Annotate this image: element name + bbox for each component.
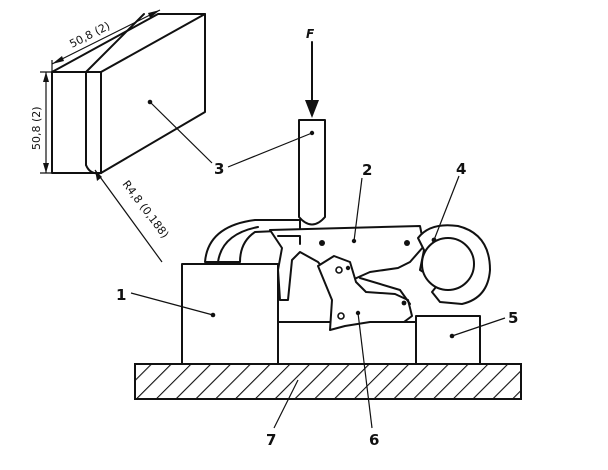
force-arrowhead: [305, 100, 319, 118]
frame-notch: [277, 235, 301, 245]
support-block-1: [181, 263, 279, 365]
swivel-link: [317, 255, 413, 331]
link-pin-top: [335, 266, 343, 274]
width-arrow-right: [148, 10, 160, 18]
width-dimension-line: [51, 9, 161, 65]
plunger: [298, 119, 326, 226]
indenter-nose-radius: [85, 164, 102, 175]
height-dimension-label: 50,8 (2): [30, 106, 43, 150]
leader-1: [130, 292, 214, 316]
callout-7: 7: [266, 431, 276, 449]
leader-4: [433, 175, 460, 241]
link-pin-bottom: [337, 312, 345, 320]
callout-4: 4: [456, 160, 466, 178]
indenter-block-detail: 50,8 (2) 50,8 (2) R4,8 (0,188): [30, 9, 206, 263]
indenter-nose-top: [85, 13, 145, 73]
center-spacer-block: [277, 321, 417, 365]
callout-2: 2: [362, 161, 372, 179]
callout-numbers: 1 2 3 4 5 6 7: [116, 160, 518, 449]
indenter-top-diagonal: [100, 13, 206, 73]
swivel-link-inner: [359, 277, 411, 305]
radius-arrow: [95, 170, 102, 181]
link-dot-top: [345, 265, 351, 271]
frame-pin-left: [319, 240, 325, 246]
leader-6: [357, 312, 373, 429]
height-arrow-bottom: [43, 163, 49, 173]
width-arrow-left: [52, 56, 64, 64]
callout-6: 6: [369, 431, 379, 449]
radius-dimension-label: R4,8 (0,188): [120, 178, 172, 241]
force-label: F: [306, 27, 315, 41]
radius-leader: [94, 169, 163, 263]
callout-1: 1: [116, 286, 126, 304]
leader-lines: [130, 101, 506, 429]
support-block-5: [415, 315, 481, 365]
leader-3-plunger: [227, 132, 313, 168]
leader-3-block: [149, 101, 213, 164]
link-dot-right: [401, 300, 407, 306]
callout-5: 5: [508, 309, 518, 327]
ring: [421, 237, 475, 291]
height-arrow-top: [43, 72, 49, 82]
leader-7: [273, 379, 299, 429]
frame-hook-inner: [217, 226, 259, 263]
frame-pin-right: [404, 240, 410, 246]
leader-5: [451, 317, 506, 337]
force-arrow: F: [305, 27, 319, 118]
callout-3: 3: [214, 160, 224, 178]
leader-2: [353, 177, 363, 242]
base-plate: [134, 363, 522, 400]
